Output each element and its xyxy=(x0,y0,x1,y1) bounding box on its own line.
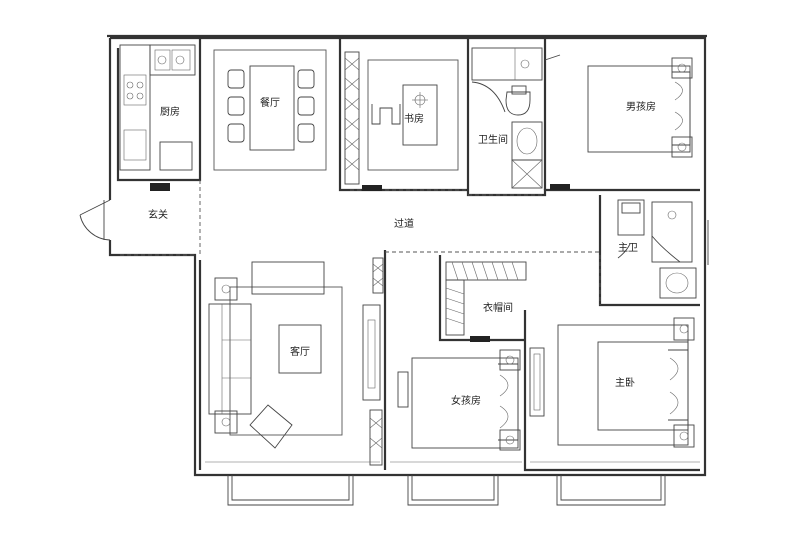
door-openings xyxy=(120,180,601,305)
label-master-bath: 主卫 xyxy=(618,242,638,254)
label-girls-room: 女孩房 xyxy=(451,394,481,407)
label-bathroom: 卫生间 xyxy=(478,133,508,146)
master-bath-fixtures xyxy=(617,199,697,299)
label-kitchen: 厨房 xyxy=(160,105,180,118)
girls-room-furniture xyxy=(397,349,521,451)
entrance-door[interactable] xyxy=(79,199,111,241)
kitchen-furniture xyxy=(119,44,196,191)
closet-shelving xyxy=(445,261,527,342)
label-hallway: 过道 xyxy=(394,217,414,230)
master-bedroom-furniture xyxy=(529,317,695,448)
label-entrance: 玄关 xyxy=(148,208,168,221)
outer-walls xyxy=(107,34,707,477)
bottom-windows xyxy=(205,461,700,506)
dining-furniture xyxy=(213,49,327,171)
label-living: 客厅 xyxy=(290,345,310,358)
study-furniture xyxy=(344,51,459,191)
living-furniture xyxy=(208,257,384,466)
label-study: 书房 xyxy=(404,112,424,125)
label-dining: 餐厅 xyxy=(260,96,280,109)
boys-room-furniture xyxy=(544,54,693,190)
room-labels: 厨房 餐厅 书房 卫生间 男孩房 玄关 过道 主卫 衣帽间 客厅 女孩房 主卧 xyxy=(148,96,656,407)
label-master-bedroom: 主卧 xyxy=(615,376,635,389)
label-boys-room: 男孩房 xyxy=(626,100,656,113)
label-closet: 衣帽间 xyxy=(483,301,513,314)
bathroom-fixtures xyxy=(471,47,543,189)
